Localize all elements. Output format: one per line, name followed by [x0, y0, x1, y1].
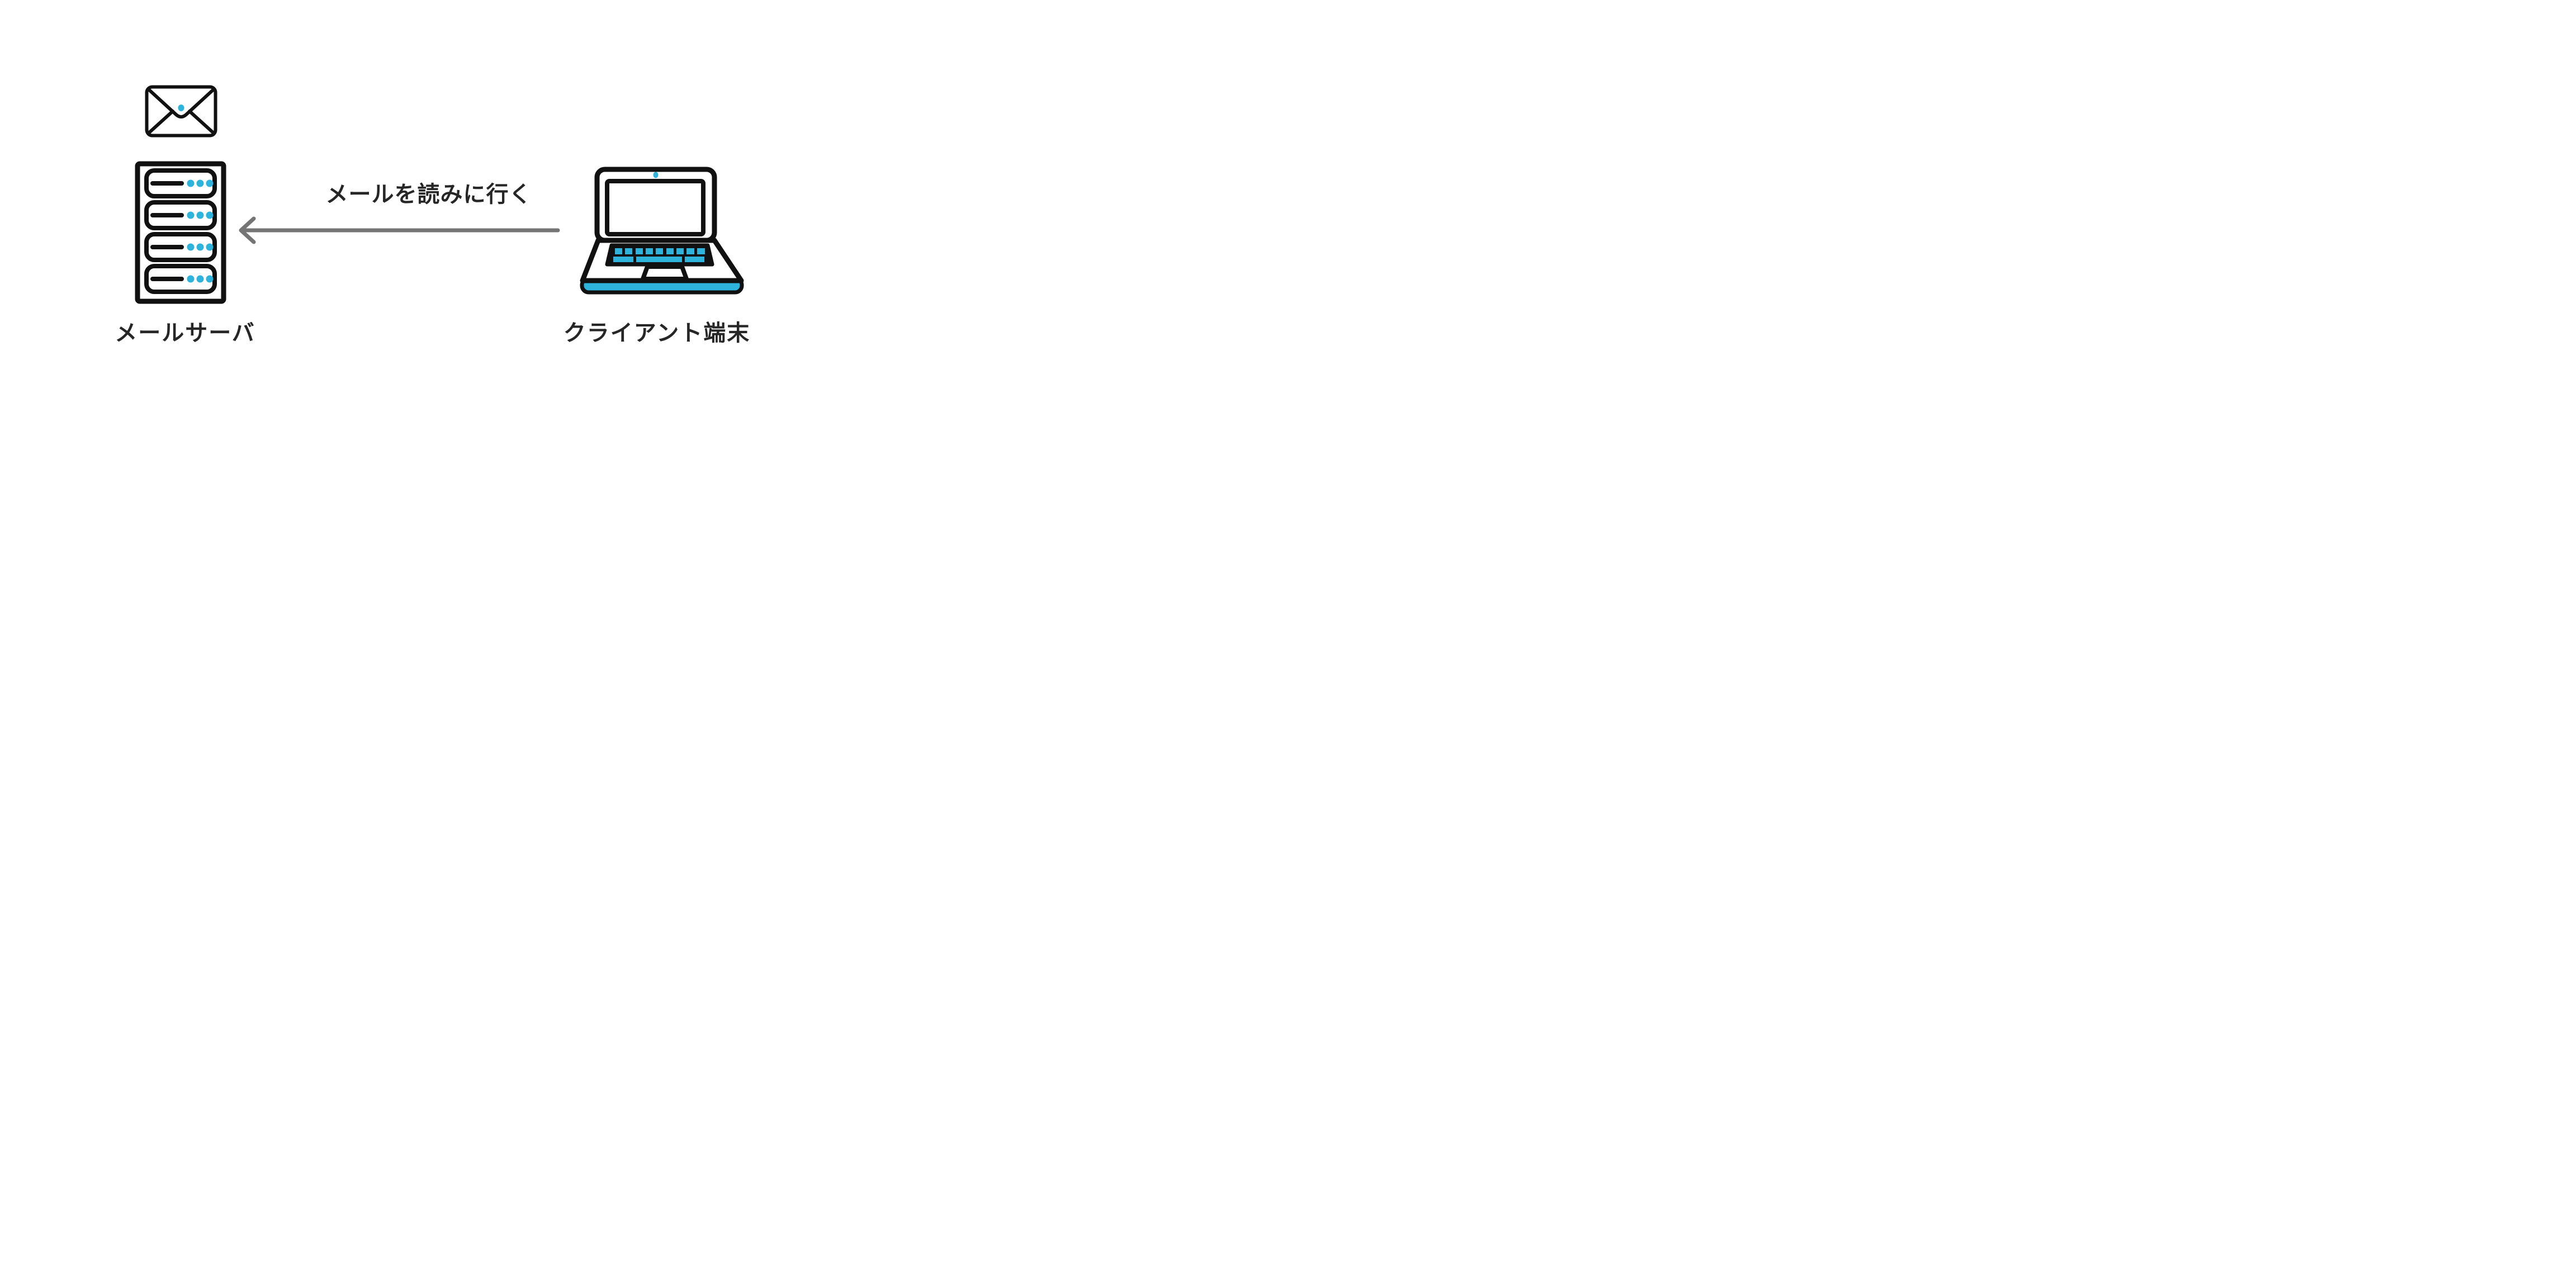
server-unit — [144, 168, 217, 198]
diagram-canvas: メールを読みに行く — [0, 0, 859, 423]
envelope-seal-dot — [178, 105, 184, 111]
server-rack-icon — [135, 161, 226, 304]
arrow-client-to-server — [239, 216, 560, 244]
arrow-label: メールを読みに行く — [325, 182, 532, 207]
laptop-screen — [605, 179, 705, 236]
server-unit — [144, 200, 217, 230]
client-terminal-label: クライアント端末 — [563, 320, 751, 346]
arrowhead-left — [239, 216, 256, 244]
laptop-webcam-dot — [653, 172, 659, 178]
envelope-icon — [145, 85, 217, 138]
laptop-keyboard — [605, 243, 714, 267]
mail-server-label: メールサーバ — [115, 320, 255, 346]
laptop-icon — [580, 167, 744, 295]
server-unit — [144, 232, 217, 262]
laptop-touchpad — [641, 264, 689, 281]
server-unit — [144, 264, 217, 294]
